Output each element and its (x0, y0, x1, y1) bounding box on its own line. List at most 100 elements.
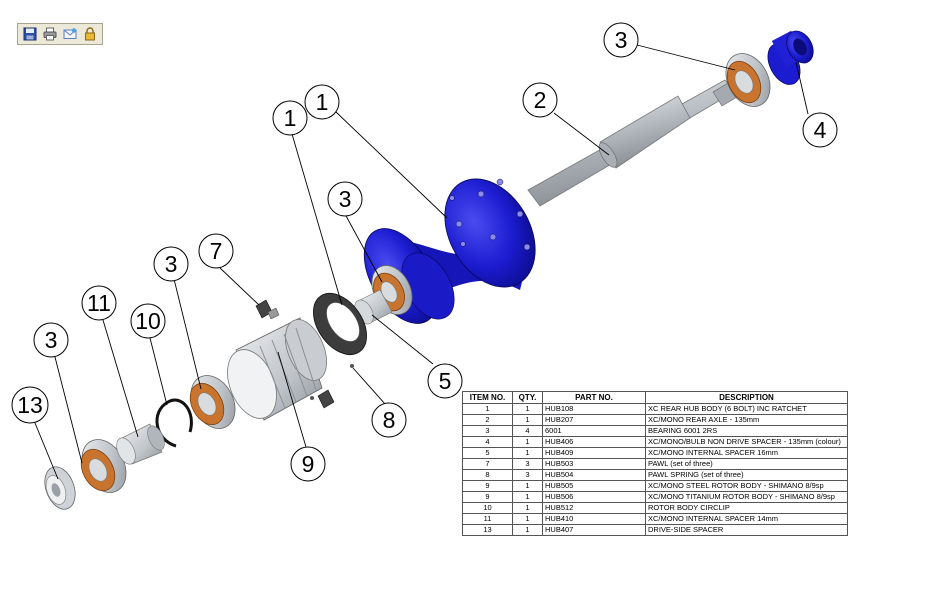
bearing-part-3-c (189, 375, 236, 429)
bearing-part-3-d (80, 439, 127, 493)
svg-text:7: 7 (210, 238, 223, 264)
callout-1-ratchet: 1 (272, 100, 308, 136)
pawl-part-7 (255, 299, 335, 409)
bom-cell-description: PAWL SPRING (set of three) (645, 469, 848, 481)
svg-text:9: 9 (302, 451, 315, 477)
callout-9-rotor-body: 9 (290, 446, 326, 482)
callout-3-bearing-a: 3 (603, 22, 639, 58)
svg-text:5: 5 (439, 368, 452, 394)
bom-cell-part-no: HUB407 (542, 524, 646, 536)
callout-4-spacer: 4 (802, 112, 838, 148)
svg-text:3: 3 (45, 327, 58, 353)
bom-header-item-no: ITEM NO. (462, 391, 513, 404)
bom-header-part-no: PART NO. (542, 391, 646, 404)
bom-cell-item-no: 3 (462, 425, 513, 437)
bom-cell-qty: 1 (512, 502, 543, 514)
bom-cell-part-no: HUB409 (542, 447, 646, 459)
lock-button[interactable] (81, 25, 99, 43)
bom-cell-part-no: HUB410 (542, 513, 646, 525)
lock-icon (85, 27, 95, 41)
bom-cell-description: XC/MONO REAR AXLE - 135mm (645, 414, 848, 426)
bom-cell-part-no: HUB406 (542, 436, 646, 448)
save-icon (23, 27, 37, 41)
callout-11-internal-spacer: 11 (81, 285, 117, 321)
bom-cell-qty: 1 (512, 480, 543, 492)
svg-text:8: 8 (383, 407, 396, 433)
hub-body-part-1 (363, 178, 536, 324)
bom-cell-qty: 3 (512, 458, 543, 470)
bom-cell-part-no: HUB504 (542, 469, 646, 481)
svg-text:1: 1 (284, 105, 297, 131)
bom-cell-qty: 1 (512, 436, 543, 448)
email-button[interactable] (61, 25, 79, 43)
bom-cell-item-no: 11 (462, 513, 513, 525)
bom-cell-qty: 4 (512, 425, 543, 437)
callout-3-bearing-c: 3 (153, 246, 189, 282)
bom-cell-qty: 1 (512, 447, 543, 459)
svg-text:2: 2 (534, 87, 547, 113)
callout-2-axle: 2 (522, 82, 558, 118)
leader-lines (34, 44, 809, 480)
bom-cell-part-no: HUB503 (542, 458, 646, 470)
bom-header-row: ITEM NO. QTY. PART NO. DESCRIPTION (462, 391, 848, 404)
callout-10-circlip: 10 (130, 303, 166, 339)
pawl-spring-part-8 (310, 364, 354, 400)
callout-7-pawl: 7 (198, 233, 234, 269)
bom-cell-qty: 1 (512, 513, 543, 525)
callout-5-internal-spacer: 5 (427, 363, 463, 399)
non-drive-spacer-part-4 (767, 30, 814, 85)
bom-cell-item-no: 13 (462, 524, 513, 536)
svg-text:4: 4 (814, 117, 827, 143)
svg-text:3: 3 (165, 251, 178, 277)
svg-text:10: 10 (135, 308, 161, 334)
bom-cell-item-no: 9 (462, 480, 513, 492)
bom-cell-description: XC/MONO TITANIUM ROTOR BODY - SHIMANO 8/… (645, 491, 848, 503)
email-icon (63, 28, 77, 39)
svg-text:1: 1 (316, 89, 329, 115)
svg-text:3: 3 (339, 186, 352, 212)
bom-cell-description: XC/MONO/BULB NON DRIVE SPACER - 135mm (c… (645, 436, 848, 448)
internal-spacer-part-11 (116, 423, 165, 465)
rotor-body-part-9 (227, 317, 327, 421)
bom-cell-item-no: 7 (462, 458, 513, 470)
callout-3-bearing-b: 3 (327, 181, 363, 217)
bom-cell-part-no: HUB108 (542, 403, 646, 415)
bom-cell-item-no: 8 (462, 469, 513, 481)
bom-header-description: DESCRIPTION (645, 391, 848, 404)
bom-cell-description: XC REAR HUB BODY (6 BOLT) INC RATCHET (645, 403, 848, 415)
bom-header-qty: QTY. (512, 391, 543, 404)
bom-cell-item-no: 9 (462, 491, 513, 503)
bom-cell-part-no: HUB512 (542, 502, 646, 514)
bom-cell-item-no: 1 (462, 403, 513, 415)
callout-balloons: 1 1 2 3 4 3 5 7 (11, 22, 838, 482)
bom-cell-description: DRIVE-SIDE SPACER (645, 524, 848, 536)
print-icon (43, 27, 57, 41)
save-button[interactable] (21, 25, 39, 43)
bom-cell-description: XC/MONO INTERNAL SPACER 14mm (645, 513, 848, 525)
axle-part-2 (527, 79, 743, 207)
viewer-toolbar (17, 23, 103, 45)
bom-cell-qty: 1 (512, 524, 543, 536)
print-button[interactable] (41, 25, 59, 43)
bom-cell-item-no: 2 (462, 414, 513, 426)
bom-cell-qty: 1 (512, 491, 543, 503)
bom-cell-part-no: 6001 (542, 425, 646, 437)
bom-cell-item-no: 5 (462, 447, 513, 459)
drive-side-spacer-part-13 (44, 466, 76, 510)
bom-cell-qty: 1 (512, 403, 543, 415)
ratchet-ring (313, 293, 367, 355)
bom-cell-item-no: 10 (462, 502, 513, 514)
